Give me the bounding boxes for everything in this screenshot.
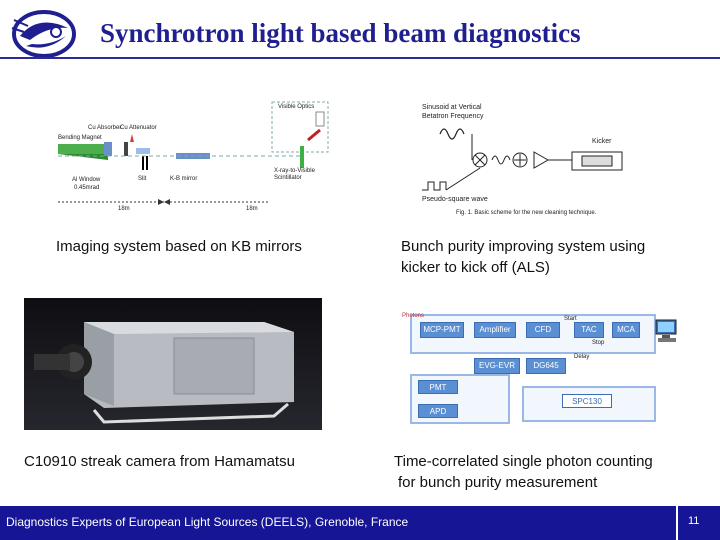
- als-diagram: Sinusoid at Vertical Betatron Frequency …: [422, 104, 640, 222]
- tcspc-label-photons: Photons: [402, 313, 425, 319]
- kb-label-cu-attenuator: Cu Attenuator: [120, 125, 157, 131]
- tcspc-box-dg: DG645: [526, 358, 566, 374]
- kb-label-al-window: Al Window: [72, 177, 101, 183]
- title-divider: [0, 57, 720, 59]
- kb-label-mrad: 0.45mrad: [74, 185, 100, 191]
- tcspc-box-amp: Amplifier: [474, 322, 516, 338]
- caption-tcspc-1: Time-correlated single photon counting: [394, 453, 653, 470]
- tcspc-diagram: Photons MCP-PMT Amplifier CFD TAC MCA St…: [398, 308, 688, 426]
- streak-camera-drawing: [34, 322, 294, 424]
- kb-label-scint2: Scintillator: [274, 175, 302, 181]
- footer-divider: [676, 506, 678, 540]
- tcspc-box-tac: TAC: [574, 322, 604, 338]
- institute-logo-icon: [11, 10, 76, 58]
- kb-label-kb-mirror: K-B mirror: [170, 176, 198, 182]
- kb-diagram: Visible Optics Cu Absorber Cu Attenuator…: [58, 100, 334, 218]
- caption-kb: Imaging system based on KB mirrors: [56, 238, 302, 255]
- kb-label-dist2: 18m: [246, 206, 258, 212]
- caption-tcspc-2: for bunch purity measurement: [398, 474, 598, 491]
- tcspc-label-start: Start: [564, 316, 577, 322]
- tcspc-box-mca: MCA: [612, 322, 640, 338]
- als-label-line1: Sinusoid at Vertical: [422, 104, 482, 111]
- page-title: Synchrotron light based beam diagnostics: [100, 18, 581, 48]
- als-label-kicker: Kicker: [592, 138, 612, 145]
- als-label-pseudo: Pseudo-square wave: [422, 196, 488, 203]
- tcspc-box-apd: APD: [418, 404, 458, 418]
- tcspc-box-mcp: MCP-PMT: [420, 322, 464, 338]
- page-number: 11: [688, 515, 700, 527]
- kb-label-dist1: 18m: [118, 206, 130, 212]
- als-label-line2: Betatron Frequency: [422, 113, 484, 120]
- computer-icon: [655, 319, 677, 342]
- kb-label-cu-absorber: Cu Absorber: [88, 125, 122, 131]
- als-label-fig: Fig. 1. Basic scheme for the new cleanin…: [456, 210, 597, 216]
- kb-label-bending-magnet: Bending Magnet: [58, 135, 102, 141]
- caption-bunch-1: Bunch purity improving system using: [401, 238, 646, 255]
- tcspc-box-spc: SPC130: [562, 394, 612, 408]
- kb-label-slit: Slit: [138, 176, 147, 182]
- kb-diagram-drawing: [58, 101, 329, 205]
- caption-streak: C10910 streak camera from Hamamatsu: [24, 453, 295, 470]
- footer-text: Diagnostics Experts of European Light So…: [6, 515, 409, 529]
- kb-label-visible-optics: Visible Optics: [278, 104, 315, 110]
- tcspc-box-pmt: PMT: [418, 380, 458, 394]
- als-diagram-drawing: [422, 128, 623, 191]
- tcspc-label-stop: Stop: [592, 340, 605, 346]
- streak-camera-photo: [24, 298, 322, 430]
- tcspc-box-cfd: CFD: [526, 322, 560, 338]
- caption-bunch-2: kicker to kick off (ALS): [401, 259, 550, 276]
- tcspc-box-evg: EVG-EVR: [474, 358, 520, 374]
- kb-label-scint1: X-ray-to-Visible: [274, 168, 315, 174]
- tcspc-label-delay: Delay: [574, 354, 590, 360]
- footer-bar: [0, 506, 720, 540]
